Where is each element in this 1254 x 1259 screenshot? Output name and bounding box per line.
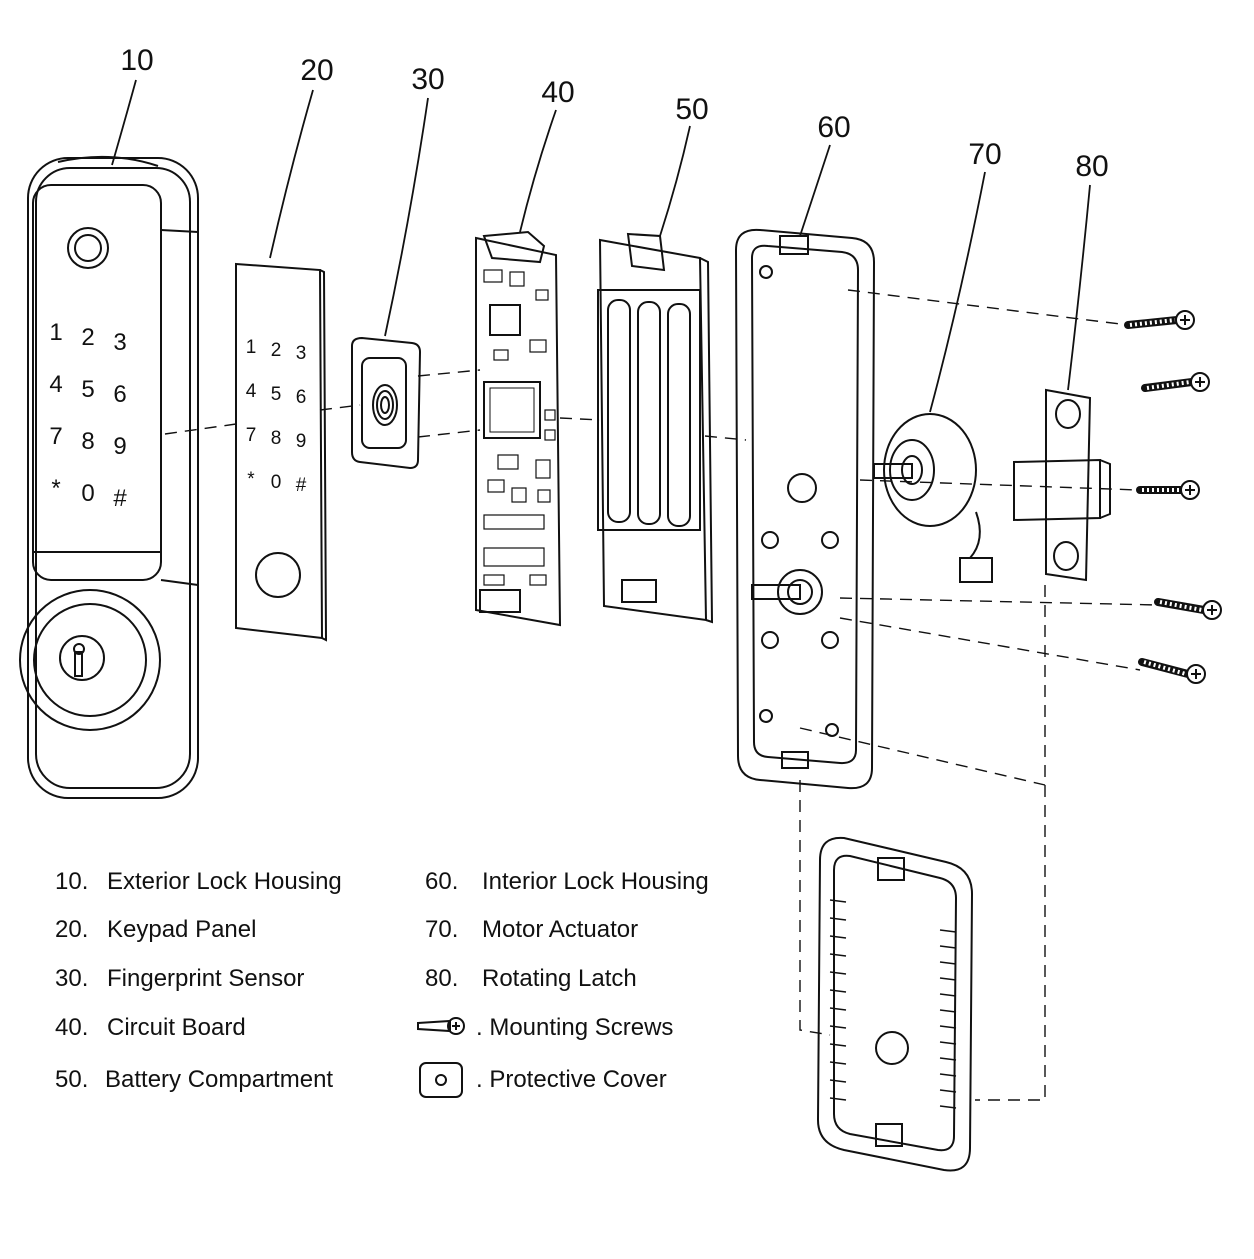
- callout-60: 60: [817, 111, 850, 145]
- callout-40: 40: [541, 76, 574, 110]
- keypad-key: 2: [81, 324, 94, 351]
- legend-label: Rotating Latch: [482, 965, 637, 993]
- callout-20: 20: [300, 54, 333, 88]
- callout-80: 80: [1075, 150, 1108, 184]
- keypad-key: *: [247, 469, 255, 490]
- mounting-screw: [1145, 373, 1209, 391]
- legend-number: 40.: [55, 1014, 107, 1042]
- keypad-key: 1: [246, 337, 257, 358]
- keypad-key: 3: [296, 343, 307, 364]
- keypad-key: 1: [49, 319, 62, 346]
- keypad-key: 0: [271, 472, 282, 493]
- keypad-key: 4: [49, 371, 62, 398]
- legend-item-screws: . Mounting Screws: [476, 1014, 673, 1042]
- legend-number: 70.: [425, 916, 482, 944]
- rotating-latch: [1014, 390, 1110, 580]
- keypad-key: 5: [271, 384, 282, 405]
- legend-item-20: 20.Keypad Panel: [55, 916, 256, 944]
- legend-label: . Mounting Screws: [476, 1014, 673, 1042]
- callout-30: 30: [411, 63, 444, 97]
- callout-10: 10: [120, 44, 153, 78]
- legend-label: Circuit Board: [107, 1014, 246, 1042]
- keypad-key: 8: [271, 428, 282, 449]
- legend-label: Battery Compartment: [105, 1066, 333, 1094]
- mounting-screw: [1158, 601, 1221, 619]
- legend-item-60: 60.Interior Lock Housing: [425, 868, 709, 896]
- exterior-lock-housing: [20, 157, 198, 798]
- assembly-lines: [165, 290, 1158, 1100]
- mounting-screws: [1128, 311, 1221, 683]
- callout-50: 50: [675, 93, 708, 127]
- keypad-key: 3: [113, 329, 126, 356]
- keypad-panel-keys: 123 456 789 * 0 #: [246, 337, 307, 496]
- keypad-key: 8: [81, 428, 94, 455]
- legend-number: 80.: [425, 965, 482, 993]
- keypad-key: 6: [296, 387, 307, 408]
- exterior-keypad-keys: 123 456 789 * 0 #: [49, 319, 127, 512]
- mounting-screw: [1142, 662, 1205, 683]
- legend-item-50: 50.Battery Compartment: [55, 1066, 333, 1094]
- legend-label: Interior Lock Housing: [482, 868, 709, 896]
- mounting-screw: [1140, 481, 1199, 499]
- legend-item-cover: . Protective Cover: [476, 1066, 667, 1094]
- legend-number: 60.: [425, 868, 482, 896]
- callout-70: 70: [968, 138, 1001, 172]
- keypad-panel: [236, 264, 326, 640]
- keypad-key: 0: [81, 480, 94, 507]
- keypad-key: 9: [296, 431, 307, 452]
- keypad-key: 2: [271, 340, 282, 361]
- legend-number: 20.: [55, 916, 107, 944]
- legend-item-80: 80.Rotating Latch: [425, 965, 637, 993]
- legend-item-10: 10.Exterior Lock Housing: [55, 868, 342, 896]
- keypad-key: #: [113, 485, 127, 512]
- keypad-key: 6: [113, 381, 126, 408]
- battery-compartment: [598, 234, 712, 622]
- motor-actuator: [874, 414, 992, 582]
- circuit-board: [476, 232, 560, 625]
- legend-number: 30.: [55, 965, 107, 993]
- keypad-key: *: [51, 475, 60, 502]
- legend-label: Exterior Lock Housing: [107, 868, 342, 896]
- keypad-key: 5: [81, 376, 94, 403]
- interior-lock-housing: [736, 230, 874, 788]
- keypad-key: 7: [246, 425, 257, 446]
- legend-item-30: 30.Fingerprint Sensor: [55, 965, 304, 993]
- fingerprint-sensor: [352, 338, 420, 468]
- keypad-key: #: [296, 475, 307, 496]
- legend-label: Keypad Panel: [107, 916, 256, 944]
- legend-number: 10.: [55, 868, 107, 896]
- mounting-screw: [1128, 311, 1194, 329]
- keypad-key: 9: [113, 433, 126, 460]
- keypad-key: 4: [246, 381, 257, 402]
- screw-icon: [418, 1018, 464, 1034]
- protective-cover: [818, 838, 972, 1171]
- legend-item-70: 70.Motor Actuator: [425, 916, 638, 944]
- cover-icon: [420, 1063, 462, 1097]
- legend-label: Motor Actuator: [482, 916, 638, 944]
- legend-number: 50.: [55, 1066, 105, 1094]
- legend-label: Fingerprint Sensor: [107, 965, 304, 993]
- keypad-key: 7: [49, 423, 62, 450]
- legend-label: . Protective Cover: [476, 1066, 667, 1094]
- legend-item-40: 40.Circuit Board: [55, 1014, 246, 1042]
